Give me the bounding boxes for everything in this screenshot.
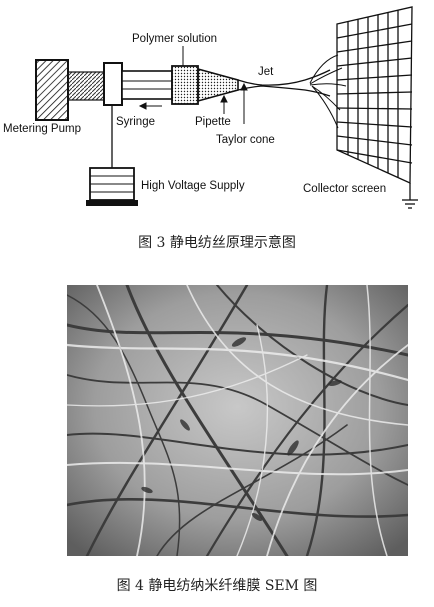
syringe-body [103,62,173,106]
electrospinning-schematic: Polymer solution Jet Metering Pump Syrin… [3,6,418,209]
label-high-voltage-supply: High Voltage Supply [141,180,245,192]
polymer-solution-chamber [171,65,199,105]
high-voltage-supply [86,105,138,206]
annotation-lines [138,46,248,124]
sem-fibers-light [67,285,408,556]
label-pipette: Pipette [195,116,231,128]
label-polymer-solution: Polymer solution [132,33,217,45]
label-taylor-cone: Taylor cone [216,134,275,146]
label-metering-pump: Metering Pump [3,123,81,135]
pipette [197,67,239,103]
sem-beads [141,337,342,522]
metering-pump [35,59,69,121]
collector-screen [336,6,418,209]
label-collector-screen: Collector screen [303,183,386,195]
sem-micrograph [67,285,408,556]
sem-background [67,285,408,556]
label-jet: Jet [258,66,274,78]
sem-fibers-dark [67,285,408,556]
jet [237,54,347,129]
label-syringe: Syringe [116,116,155,128]
figure-3-caption: 图 3 静电纺丝原理示意图 [138,235,296,251]
figure-4-caption: 图 4 静电纺纳米纤维膜 SEM 图 [116,578,318,594]
